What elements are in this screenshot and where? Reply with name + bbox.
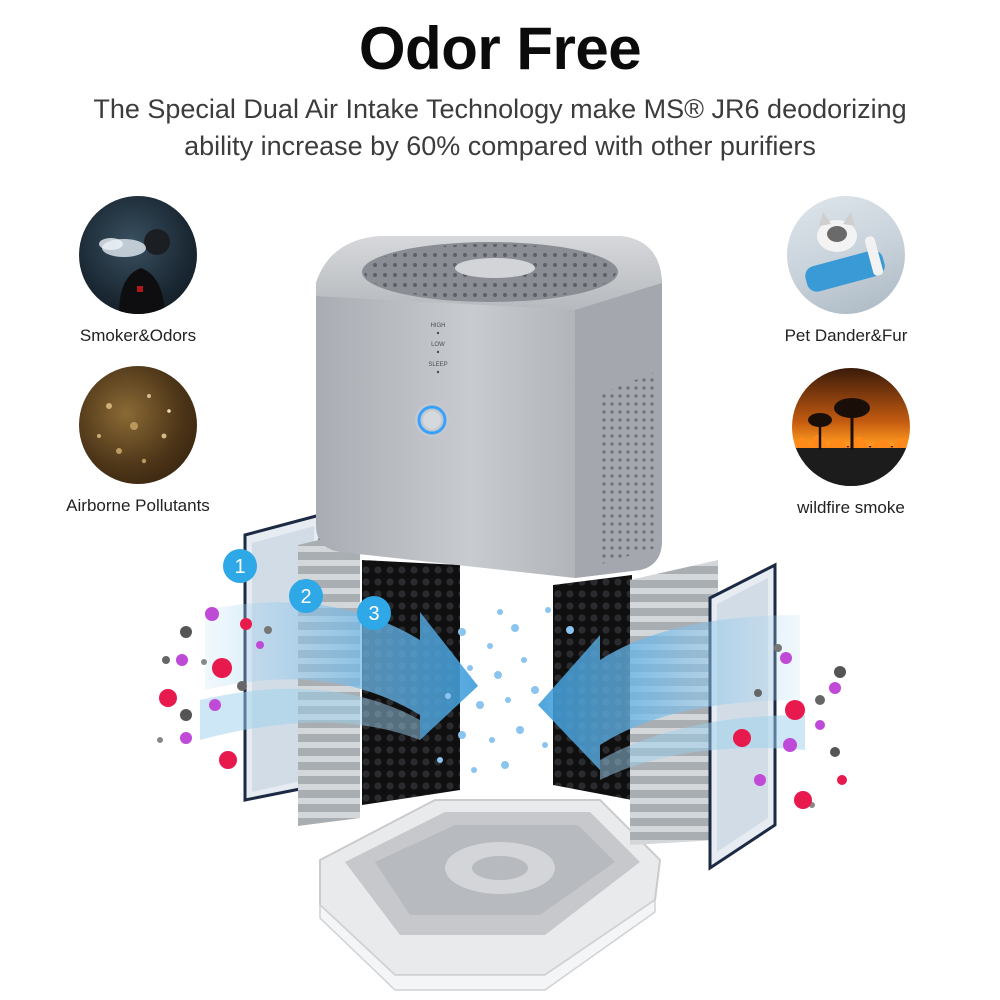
device-control-panel: HIGH LOW SLEEP (428, 323, 448, 374)
cat-with-lint-roller-icon (805, 212, 885, 292)
subtitle-line-1: The Special Dual Air Intake Technology m… (93, 94, 907, 124)
power-button[interactable] (415, 403, 449, 437)
dust-particles-icon (97, 394, 171, 464)
step-2-number: 2 (300, 586, 311, 608)
step-3-number: 3 (368, 603, 379, 625)
feature-wildfire-smoke: wildfire smoke (776, 368, 926, 518)
purifier-body (316, 236, 662, 578)
pollutants-photo (79, 366, 197, 484)
pollutants-right (733, 644, 847, 809)
feature-smoker-odors: Smoker&Odors (78, 196, 198, 346)
filter-step-1-badge: 1 (223, 549, 257, 583)
mode-sleep-label: SLEEP (428, 362, 447, 368)
filter-step-2-badge: 2 (289, 579, 323, 613)
feature-label-airborne: Airborne Pollutants (66, 496, 210, 515)
feature-label-pet: Pet Dander&Fur (784, 326, 908, 345)
pet-photo (787, 196, 905, 314)
feature-airborne-pollutants: Airborne Pollutants (58, 366, 218, 516)
feature-label-wildfire: wildfire smoke (797, 498, 905, 517)
airflow-left-arrow (200, 602, 478, 740)
step-1-number: 1 (234, 556, 245, 578)
feature-label-smoker: Smoker&Odors (79, 326, 197, 345)
feature-pet-dander: Pet Dander&Fur (776, 196, 916, 346)
smoker-icon (99, 229, 170, 314)
pollutants-left (157, 607, 272, 769)
page-title: Odor Free (358, 15, 642, 82)
subtitle-line-2: ability increase by 60% compared with ot… (184, 131, 816, 161)
smoker-photo (79, 196, 197, 314)
mode-high-label: HIGH (431, 323, 446, 329)
airflow-right-arrow (538, 615, 805, 780)
base-tray (319, 799, 662, 991)
clean-air-bubbles (437, 607, 574, 773)
wildfire-photo (792, 368, 910, 486)
mode-low-label: LOW (431, 342, 445, 348)
filter-step-3-badge: 3 (357, 596, 391, 630)
